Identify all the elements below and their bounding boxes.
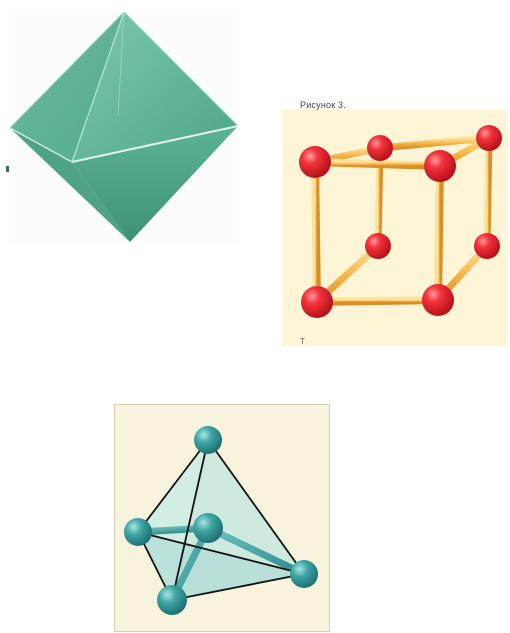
tetrahedral-molecule-model-image <box>114 404 330 632</box>
atom-back-top-right <box>476 125 502 151</box>
atom-front-top-left <box>299 146 331 178</box>
cube-caption-top: Рисунок 3. <box>300 100 346 110</box>
atom-center <box>193 513 223 543</box>
atom-back-top-left <box>367 135 393 161</box>
atom-front-bottom-left <box>301 286 333 318</box>
atom-top <box>194 426 222 454</box>
atom-back-bottom-right <box>474 233 500 259</box>
cube-caption-bottom: Т <box>300 337 305 346</box>
atom-back-bottom-left <box>365 233 391 259</box>
atom-right <box>290 560 318 588</box>
atom-front-top-right <box>424 150 456 182</box>
speck <box>6 166 9 172</box>
octahedron-crystal-image <box>0 0 250 290</box>
cubic-lattice-model-image <box>282 100 507 346</box>
atom-bottom <box>157 585 187 615</box>
atom-front-bottom-right <box>422 284 454 316</box>
octahedron-shape <box>10 12 238 242</box>
atom-left <box>124 518 152 546</box>
